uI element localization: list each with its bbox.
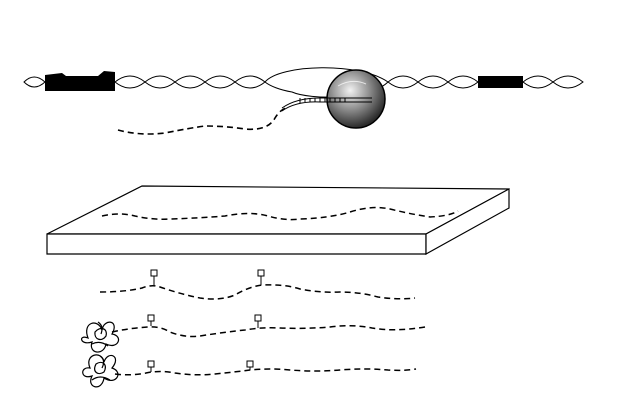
chain-bead	[144, 75, 176, 89]
flag-marker	[254, 314, 262, 328]
strand-3	[114, 360, 417, 376]
slab	[46, 185, 510, 256]
strand-2	[111, 314, 426, 338]
chain-bead	[23, 76, 46, 88]
chain-bead	[417, 75, 449, 89]
tangle-cluster-1	[81, 321, 120, 353]
right-dark-band	[478, 76, 523, 88]
sphere	[326, 69, 386, 129]
flag-marker	[150, 269, 158, 285]
flag-marker	[147, 314, 155, 326]
chain-bead	[522, 75, 554, 89]
strand-1	[99, 269, 416, 300]
slab-front-face	[46, 233, 427, 255]
flag-marker	[147, 360, 155, 372]
top-dashed-strand	[117, 107, 287, 135]
tangle-cluster-2	[82, 354, 119, 388]
chain-bead	[387, 75, 419, 89]
chain-bead	[114, 75, 146, 89]
flag-marker	[246, 360, 254, 370]
chain-bead	[174, 75, 206, 89]
slab-dashed-strand	[101, 206, 459, 221]
chain-bead	[447, 75, 479, 89]
flag-marker	[257, 269, 265, 285]
left-dark-band	[45, 71, 115, 91]
chain-bead	[234, 75, 266, 89]
chain-bead	[204, 75, 236, 89]
chain-bead	[552, 75, 584, 89]
slab-side-face	[425, 187, 510, 256]
